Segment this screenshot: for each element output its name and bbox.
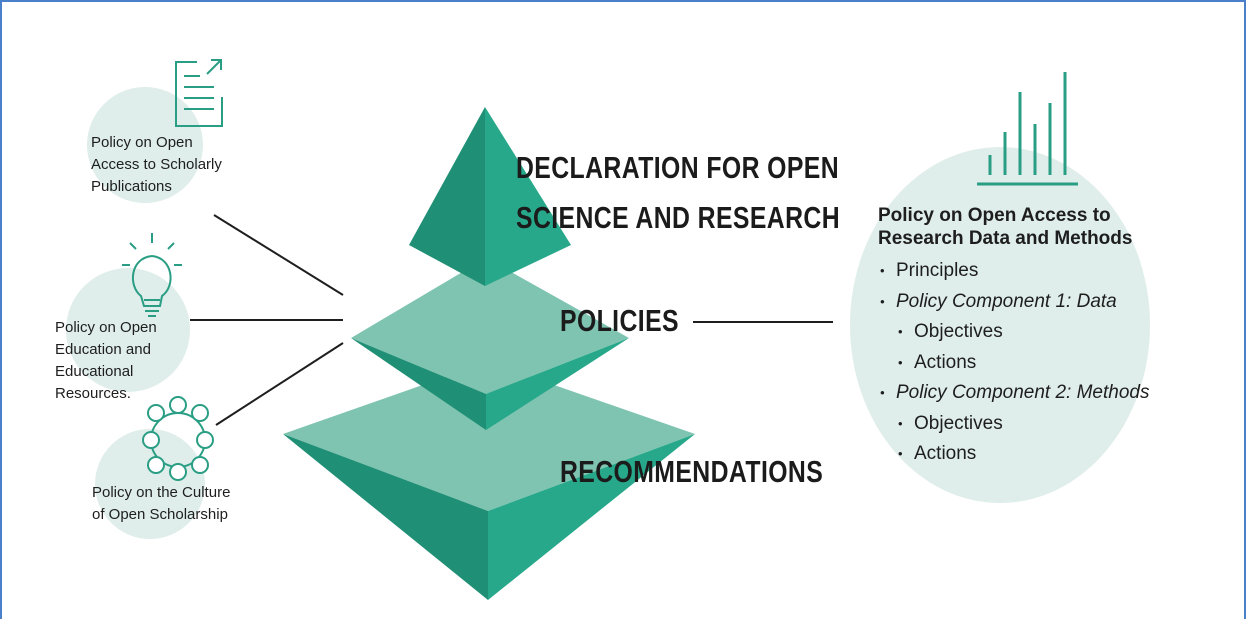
research-data-policy-panel: Policy on Open Access to Research Data a…: [878, 204, 1218, 470]
policy-education-line-1: Policy on Open: [55, 319, 157, 336]
policy-culture-line-2: of Open Scholarship: [92, 506, 228, 523]
tier-recommendations-label: RECOMMENDATIONS: [560, 454, 824, 489]
policy-culture-line-1: Policy on the Culture: [92, 484, 231, 501]
list-item: Objectives: [878, 409, 1218, 440]
pyramid-bottom-tier: [283, 362, 695, 600]
connector-culture: [215, 342, 344, 426]
tier-policies-label: POLICIES: [560, 303, 679, 338]
research-data-title-line-1: Policy on Open Access to: [878, 205, 1111, 226]
pyramid-middle-tier: [351, 258, 629, 430]
policy-education-line-4: Resources.: [55, 385, 131, 402]
list-item: Principles: [878, 256, 1218, 287]
research-data-policy-list: PrinciplesPolicy Component 1: DataObject…: [878, 256, 1218, 470]
tier-declaration-label: DECLARATION FOR OPEN SCIENCE AND RESEARC…: [516, 143, 840, 243]
policy-publications-line-1: Policy on Open: [91, 134, 193, 151]
policy-education-line-2: Education and: [55, 341, 151, 358]
circle-culture: [95, 429, 205, 539]
circle-publications: [87, 87, 203, 203]
policy-publications-line-2: Access to Scholarly: [91, 156, 222, 173]
tier-declaration-line-1: DECLARATION FOR OPEN: [516, 150, 840, 185]
research-data-policy-title: Policy on Open Access to Research Data a…: [878, 204, 1218, 250]
bar-chart-icon: [977, 72, 1078, 186]
list-item: Actions: [878, 439, 1218, 470]
research-data-title-line-2: Research Data and Methods: [878, 228, 1133, 249]
network-ring-icon: [142, 396, 214, 481]
policy-education-line-3: Educational: [55, 363, 134, 380]
list-item: Actions: [878, 348, 1218, 379]
policy-education-label: Policy on Open Education and Educational…: [55, 317, 157, 405]
policy-culture-label: Policy on the Culture of Open Scholarshi…: [92, 482, 230, 526]
policy-publications-line-3: Publications: [91, 178, 172, 195]
pyramid-top-tier: [409, 107, 571, 286]
lightbulb-icon: [122, 233, 182, 317]
document-icon: [175, 59, 223, 127]
policy-publications-label: Policy on Open Access to Scholarly Publi…: [91, 132, 222, 198]
connector-publications: [213, 214, 344, 296]
list-item: Policy Component 2: Methods: [878, 378, 1218, 409]
tier-declaration-line-2: SCIENCE AND RESEARCH: [516, 200, 841, 235]
list-item: Policy Component 1: Data: [878, 287, 1218, 318]
list-item: Objectives: [878, 317, 1218, 348]
